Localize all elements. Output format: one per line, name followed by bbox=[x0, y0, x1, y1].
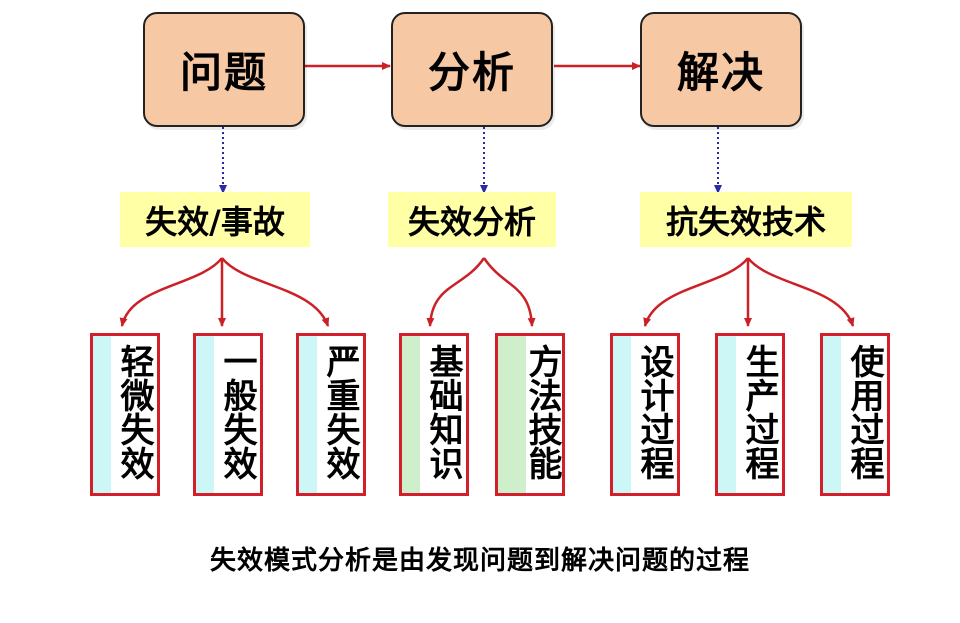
branch-arrow-2a bbox=[426, 257, 486, 327]
leaf-severe-failure: 严重失效 bbox=[296, 333, 366, 496]
category-failure-analysis: 失效分析 bbox=[388, 192, 556, 247]
leaf-severe-failure-label: 严重失效 bbox=[320, 344, 360, 480]
diagram-caption: 失效模式分析是由发现问题到解决问题的过程 bbox=[209, 546, 750, 576]
category-anti-failure-tech-label: 抗失效技术 bbox=[665, 202, 826, 241]
leaf-usage-process: 使用过程 bbox=[820, 333, 890, 496]
leaf-design-process: 设计过程 bbox=[610, 333, 680, 496]
leaf-usage-process-label: 使用过程 bbox=[844, 344, 884, 480]
leaf-general-failure: 一般失效 bbox=[193, 333, 263, 496]
branch-arrow-3c bbox=[747, 257, 855, 327]
stage-solution-label: 解决 bbox=[676, 48, 765, 97]
stage-solution: 解决 bbox=[640, 12, 802, 127]
leaf-minor-failure-label: 轻微失效 bbox=[114, 344, 154, 480]
stage-problem: 问题 bbox=[143, 12, 305, 127]
leaf-basic-knowledge: 基础知识 bbox=[399, 333, 469, 496]
stage-analysis-label: 分析 bbox=[427, 48, 516, 97]
leaf-basic-knowledge-label: 基础知识 bbox=[423, 344, 463, 480]
category-anti-failure-tech: 抗失效技术 bbox=[640, 192, 852, 247]
category-failure-accident: 失效/事故 bbox=[120, 192, 310, 247]
leaf-method-skill-label: 方法技能 bbox=[522, 344, 562, 480]
leaf-general-failure-label: 一般失效 bbox=[217, 344, 257, 480]
branch-arrow-1c bbox=[221, 257, 330, 327]
category-failure-accident-label: 失效/事故 bbox=[145, 202, 285, 241]
category-failure-analysis-label: 失效分析 bbox=[407, 202, 536, 241]
leaf-minor-failure: 轻微失效 bbox=[90, 333, 160, 496]
stage-analysis: 分析 bbox=[391, 12, 553, 127]
leaf-method-skill: 方法技能 bbox=[495, 333, 565, 496]
branch-arrow-3a bbox=[643, 257, 749, 327]
leaf-production-process-label: 生产过程 bbox=[739, 344, 779, 480]
leaf-production-process: 生产过程 bbox=[715, 333, 785, 496]
leaf-design-process-label: 设计过程 bbox=[634, 344, 674, 480]
stage-problem-label: 问题 bbox=[179, 48, 268, 97]
branch-arrow-2b bbox=[482, 257, 536, 327]
branch-arrow-1a bbox=[119, 257, 223, 327]
